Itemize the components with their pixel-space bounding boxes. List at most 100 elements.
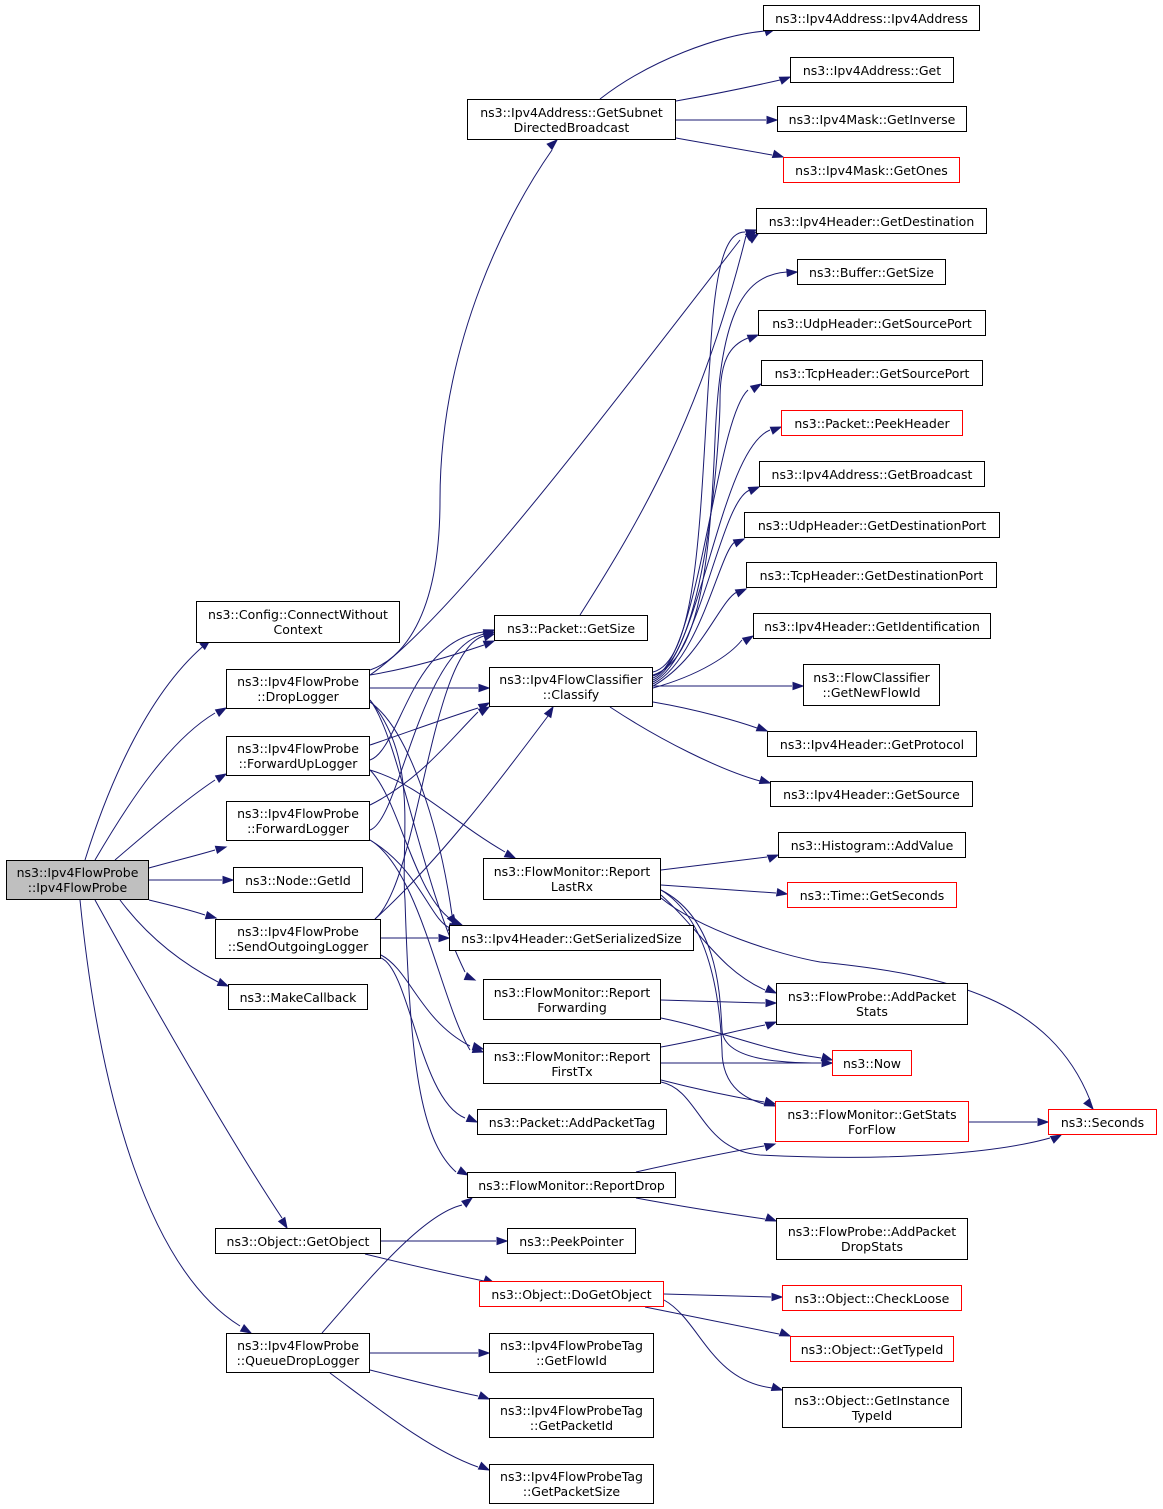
call-edge-arrowhead — [477, 1461, 491, 1471]
node-time-get-seconds[interactable]: ns3::Time::GetSeconds — [787, 882, 957, 908]
call-edge — [660, 1017, 822, 1059]
node-forward-up-logger[interactable]: ns3::Ipv4FlowProbe ::ForwardUpLogger — [226, 736, 370, 776]
call-edge — [579, 235, 747, 616]
node-seconds[interactable]: ns3::Seconds — [1048, 1109, 1157, 1135]
call-edge — [369, 707, 479, 746]
node-queue-drop-logger[interactable]: ns3::Ipv4FlowProbe ::QueueDropLogger — [226, 1333, 370, 1373]
call-edge-arrowhead — [792, 681, 805, 691]
node-ipv4address-ctor[interactable]: ns3::Ipv4Address::Ipv4Address — [763, 5, 980, 31]
call-edge-arrowhead — [764, 1021, 778, 1030]
node-address-get-broadcast[interactable]: ns3::Ipv4Address::GetBroadcast — [759, 461, 985, 487]
call-edge — [663, 1299, 773, 1389]
call-edge-arrowhead — [482, 640, 496, 649]
call-edge-arrowhead — [766, 854, 780, 863]
node-add-packet-tag[interactable]: ns3::Packet::AddPacketTag — [477, 1109, 667, 1135]
node-get-subnet-directed-broadcast[interactable]: ns3::Ipv4Address::GetSubnet DirectedBroa… — [467, 99, 676, 140]
call-edge-arrowhead — [239, 1324, 253, 1334]
call-edge — [380, 957, 466, 1119]
node-mask-get-ones[interactable]: ns3::Ipv4Mask::GetOnes — [783, 157, 960, 183]
node-check-loose[interactable]: ns3::Object::CheckLoose — [782, 1285, 962, 1311]
node-get-type-id[interactable]: ns3::Object::GetTypeId — [790, 1336, 954, 1362]
node-ipv4address-get[interactable]: ns3::Ipv4Address::Get — [790, 57, 954, 83]
call-edge — [369, 1369, 479, 1397]
call-edge — [94, 712, 216, 861]
call-edge-arrowhead — [450, 916, 464, 926]
node-forward-logger[interactable]: ns3::Ipv4FlowProbe ::ForwardLogger — [226, 801, 370, 841]
node-get-instance-type-id[interactable]: ns3::Object::GetInstance TypeId — [782, 1387, 962, 1428]
node-do-get-object[interactable]: ns3::Object::DoGetObject — [479, 1281, 664, 1307]
node-connect-without-context[interactable]: ns3::Config::ConnectWithout Context — [196, 601, 400, 643]
node-header-get-source[interactable]: ns3::Ipv4Header::GetSource — [770, 781, 973, 807]
node-tag-get-flow-id[interactable]: ns3::Ipv4FlowProbeTag ::GetFlowId — [489, 1333, 654, 1373]
call-edge-arrowhead — [478, 1348, 491, 1358]
call-edge — [369, 711, 479, 806]
node-tcp-get-source-port[interactable]: ns3::TcpHeader::GetSourcePort — [761, 360, 983, 386]
node-tcp-get-destination-port[interactable]: ns3::TcpHeader::GetDestinationPort — [746, 562, 997, 588]
call-edge — [369, 699, 466, 973]
call-edge-arrowhead — [277, 1216, 288, 1230]
call-edge — [635, 1197, 766, 1220]
call-edge — [369, 149, 553, 671]
node-mask-get-inverse[interactable]: ns3::Ipv4Mask::GetInverse — [777, 106, 967, 132]
call-edge-arrowhead — [734, 588, 748, 598]
node-packet-get-size[interactable]: ns3::Packet::GetSize — [494, 615, 648, 641]
node-report-first-tx[interactable]: ns3::FlowMonitor::Report FirstTx — [483, 1043, 661, 1084]
call-edge — [660, 897, 1091, 1101]
call-edge — [663, 1293, 772, 1298]
call-edge-arrowhead — [741, 635, 755, 646]
call-edge — [644, 1306, 780, 1335]
call-edge-arrowhead — [1049, 1134, 1063, 1144]
node-get-object[interactable]: ns3::Object::GetObject — [215, 1228, 381, 1254]
call-edge-arrowhead — [456, 1166, 470, 1176]
node-get-serialized-size[interactable]: ns3::Ipv4Header::GetSerializedSize — [449, 925, 694, 951]
node-add-packet-drop-stats[interactable]: ns3::FlowProbe::AddPacket DropStats — [776, 1218, 968, 1260]
node-node-get-id[interactable]: ns3::Node::GetId — [233, 867, 363, 893]
call-edge-arrowhead — [778, 76, 792, 85]
call-edge — [675, 79, 781, 102]
node-buffer-get-size[interactable]: ns3::Buffer::GetSize — [797, 259, 946, 285]
node-peek-pointer[interactable]: ns3::PeekPointer — [507, 1228, 636, 1254]
call-edge — [599, 30, 766, 100]
call-edge-arrowhead — [465, 1113, 479, 1123]
call-edge-arrowhead — [770, 1382, 784, 1392]
call-edge-arrowhead — [763, 1096, 777, 1106]
call-edge-arrowhead — [478, 683, 491, 693]
call-edge — [374, 635, 485, 920]
node-get-stats-for-flow[interactable]: ns3::FlowMonitor::GetStats ForFlow — [775, 1101, 969, 1142]
call-edge-arrowhead — [749, 383, 763, 394]
node-make-callback[interactable]: ns3::MakeCallback — [228, 984, 368, 1010]
call-edge — [369, 631, 485, 761]
call-edge-arrowhead — [775, 888, 789, 897]
call-edge — [369, 769, 456, 923]
call-edge — [660, 889, 765, 1105]
call-edge-arrowhead — [763, 1142, 777, 1152]
node-histogram-add-value[interactable]: ns3::Histogram::AddValue — [778, 832, 966, 858]
node-header-get-protocol[interactable]: ns3::Ipv4Header::GetProtocol — [767, 731, 977, 757]
node-classify[interactable]: ns3::Ipv4FlowClassifier ::Classify — [489, 667, 653, 707]
call-edge — [369, 239, 741, 676]
node-tag-get-packet-id[interactable]: ns3::Ipv4FlowProbeTag ::GetPacketId — [489, 1398, 654, 1438]
call-edge — [652, 591, 738, 687]
node-get-new-flow-id[interactable]: ns3::FlowClassifier ::GetNewFlowId — [803, 664, 940, 706]
call-edge-arrowhead — [463, 971, 477, 981]
call-edge — [369, 769, 506, 853]
node-send-outgoing-logger[interactable]: ns3::Ipv4FlowProbe ::SendOutgoingLogger — [215, 919, 381, 959]
node-add-packet-stats[interactable]: ns3::FlowProbe::AddPacket Stats — [776, 983, 968, 1025]
node-report-drop[interactable]: ns3::FlowMonitor::ReportDrop — [467, 1172, 676, 1198]
node-header-get-identification[interactable]: ns3::Ipv4Header::GetIdentification — [753, 613, 991, 639]
node-tag-get-packet-size[interactable]: ns3::Ipv4FlowProbeTag ::GetPacketSize — [489, 1464, 654, 1504]
node-udp-get-destination-port[interactable]: ns3::UdpHeader::GetDestinationPort — [744, 512, 1000, 538]
call-edge-arrowhead — [771, 149, 785, 159]
call-edge-arrowhead — [477, 1391, 491, 1400]
call-edge-arrowhead — [438, 933, 451, 943]
node-header-get-destination[interactable]: ns3::Ipv4Header::GetDestination — [756, 208, 987, 234]
node-udp-get-source-port[interactable]: ns3::UdpHeader::GetSourcePort — [758, 310, 986, 336]
node-report-forwarding[interactable]: ns3::FlowMonitor::Report Forwarding — [483, 979, 661, 1020]
call-edge-arrowhead — [1037, 1117, 1050, 1127]
node-report-last-rx[interactable]: ns3::FlowMonitor::Report LastRx — [483, 858, 661, 900]
call-edge — [660, 894, 766, 991]
node-drop-logger[interactable]: ns3::Ipv4FlowProbe ::DropLogger — [226, 669, 370, 709]
node-packet-peek-header[interactable]: ns3::Packet::PeekHeader — [781, 410, 963, 436]
node-now[interactable]: ns3::Now — [832, 1050, 912, 1076]
